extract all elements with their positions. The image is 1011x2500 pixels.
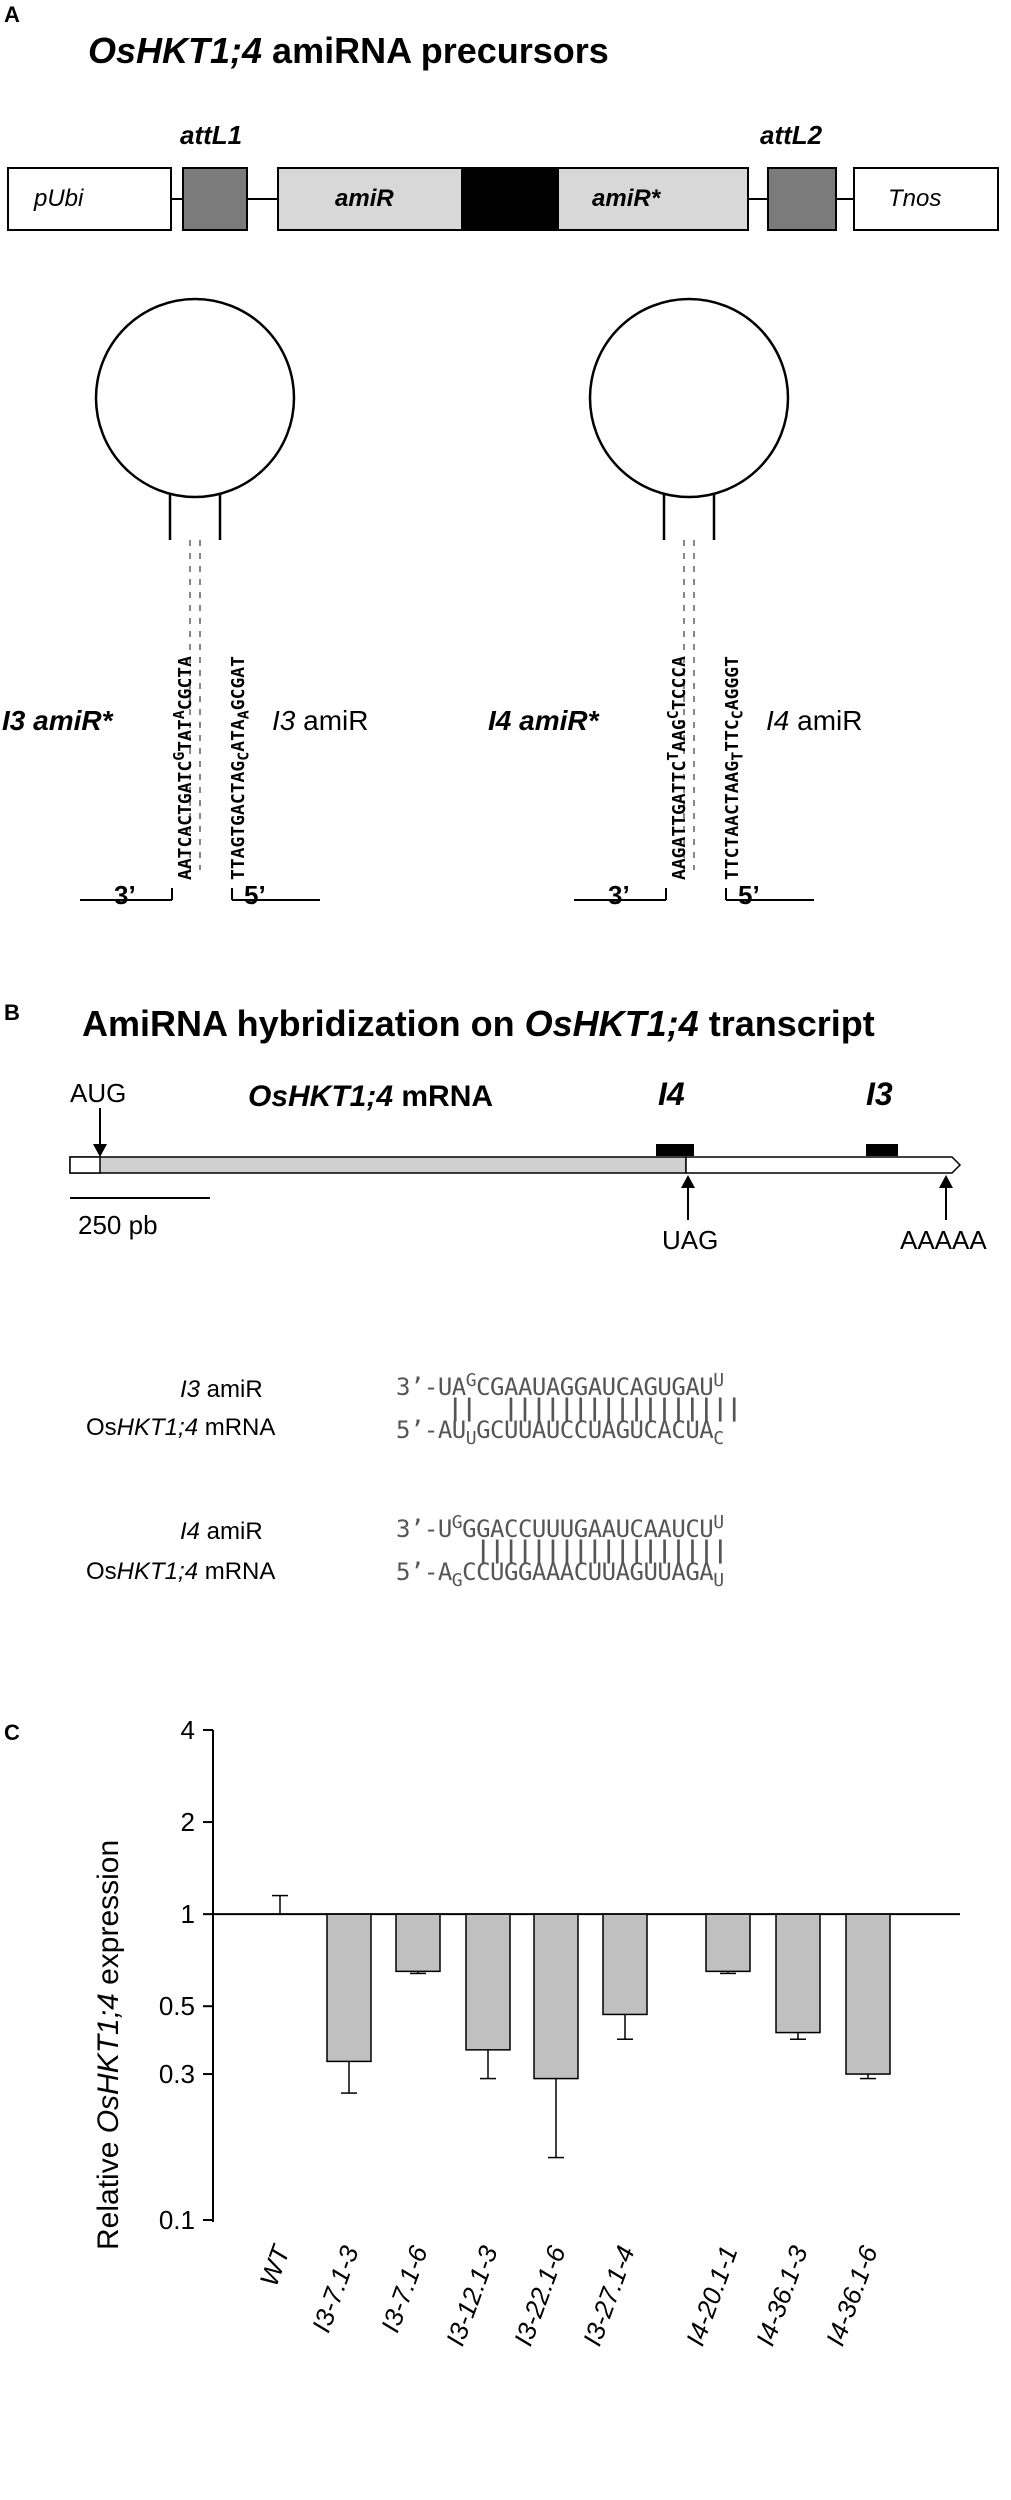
i3-mrna-seq-line: 5’-AUUGCUUAUCCUAGUCACUAC xyxy=(396,1416,724,1449)
x-tick-label: I4-20.1-1 xyxy=(680,2242,744,2350)
i4-mrna-align-label: OsHKT1;4 mRNA xyxy=(86,1558,276,1585)
y-tick-label: 0.1 xyxy=(159,2205,195,2235)
attl1-box xyxy=(182,167,248,231)
i3-amir-align-label: I3 amiR xyxy=(180,1376,263,1403)
i3-5prime: 5’ xyxy=(244,880,266,910)
i4-amir-star-label: I4 amiR* xyxy=(488,705,599,736)
panel-a-figure xyxy=(7,167,999,901)
i4-5prime: 5’ xyxy=(738,880,760,910)
panel-b-title: AmiRNA hybridization on OsHKT1;4 transcr… xyxy=(82,1003,875,1044)
pubi-box xyxy=(7,167,172,231)
i4-amir-align-label: I4 amiR xyxy=(180,1518,263,1545)
hairpin-i3-loop xyxy=(94,297,296,499)
panel-c-letter: C xyxy=(4,1720,20,1745)
polya-label: AAAAA xyxy=(900,1225,987,1255)
x-tick-label: I3-7.1-6 xyxy=(375,2241,434,2336)
y-tick-label: 4 xyxy=(181,1715,195,1745)
x-tick-label: I4-36.1-3 xyxy=(750,2241,814,2350)
y-tick-label: 0.5 xyxy=(159,1991,195,2021)
hairpin-i4-pairing xyxy=(683,540,695,870)
bar xyxy=(326,1913,372,2063)
aug-label: AUG xyxy=(70,1078,127,1108)
y-tick-label: 1 xyxy=(181,1899,195,1929)
bar xyxy=(602,1913,648,2016)
amir-label: amiR xyxy=(335,185,394,212)
loop-box xyxy=(461,167,559,231)
tnos-label: Tnos xyxy=(888,185,942,212)
utr5-region xyxy=(69,1156,101,1174)
i3-3prime: 3’ xyxy=(114,880,136,910)
bar xyxy=(775,1913,821,2034)
hairpin-i3-pairing xyxy=(189,540,201,870)
i4-pair-bars: |||||||||||||||||| xyxy=(476,1536,728,1564)
tnos-box xyxy=(853,167,999,231)
site-i4-mark xyxy=(656,1144,694,1156)
site-i3-label: I3 xyxy=(866,1076,893,1112)
panel-b-letter: B xyxy=(4,1000,20,1025)
transcript-map xyxy=(69,1108,962,1220)
i3-amir-seq: TTAGTGACTAGCATAAGCGAT xyxy=(228,656,253,880)
hairpin-i4-loop xyxy=(588,297,790,499)
x-tick-label: WT xyxy=(254,2240,297,2290)
bar xyxy=(395,1913,441,1973)
i4-amir-seq-line: 3’-UGGGACCUUUGAAUCAAUCUU xyxy=(396,1512,724,1543)
amir-star-label: amiR* xyxy=(592,185,661,212)
i4-amir-seq: TTCTAACTAAGTTTCCAGGGT xyxy=(722,656,747,880)
uag-label: UAG xyxy=(662,1225,719,1255)
amir-star-box xyxy=(557,167,749,231)
i3-pair-bars: || ||||||||||||||||| xyxy=(448,1394,741,1422)
bar xyxy=(533,1913,579,2080)
scale-label: 250 pb xyxy=(78,1210,158,1240)
i4-amir-label: I4 amiR xyxy=(766,705,863,736)
bar xyxy=(465,1913,511,2051)
bar xyxy=(845,1913,891,2075)
pubi-label: pUbi xyxy=(34,185,84,212)
x-tick-label: I3-12.1-3 xyxy=(440,2241,504,2350)
attl2-label: attL2 xyxy=(760,120,823,150)
site-i4-label: I4 xyxy=(658,1076,685,1112)
panel-a-title-rest: amiRNA precursors xyxy=(262,30,609,71)
panel-a-title-gene: OsHKT1;4 xyxy=(88,30,263,71)
i3-amir-star-label: I3 amiR* xyxy=(2,705,113,736)
panel-a-letter: A xyxy=(4,2,20,27)
y-tick-label: 2 xyxy=(181,1807,195,1837)
attl1-label: attL1 xyxy=(180,120,243,150)
i3-amir-star-seq: AATCACTGATCGTATACGCTA xyxy=(170,656,196,880)
bar xyxy=(705,1913,751,1973)
attl2-box xyxy=(767,167,837,231)
y-tick-label: 0.3 xyxy=(159,2059,195,2089)
panel-a-title: OsHKT1;4 amiRNA precursors xyxy=(88,30,609,72)
i4-3prime: 3’ xyxy=(608,880,630,910)
site-i3-mark xyxy=(866,1144,898,1156)
i3-amir-seq-line: 3’-UAGCGAAUAGGAUCAGUGAUU xyxy=(396,1370,724,1401)
i4-mrna-seq-line: 5’-AGCCUGGAAACUUAGUUAGAU xyxy=(396,1558,724,1591)
i3-mrna-align-label: OsHKT1;4 mRNA xyxy=(86,1414,276,1441)
x-tick-label: I3-22.1-6 xyxy=(508,2241,572,2350)
cds-region xyxy=(69,1156,687,1174)
i3-amir-label: I3 amiR xyxy=(272,705,369,736)
mrna-label: OsHKT1;4 mRNA xyxy=(248,1080,494,1113)
utr3-region xyxy=(685,1156,962,1174)
x-tick-label: I4-36.1-6 xyxy=(820,2241,884,2350)
x-tick-label: I3-27.1-4 xyxy=(577,2242,641,2350)
x-tick-label: I3-7.1-3 xyxy=(306,2241,365,2336)
i4-amir-star-seq: AAGATTGATTCTAAGCTCCCA xyxy=(664,656,690,880)
